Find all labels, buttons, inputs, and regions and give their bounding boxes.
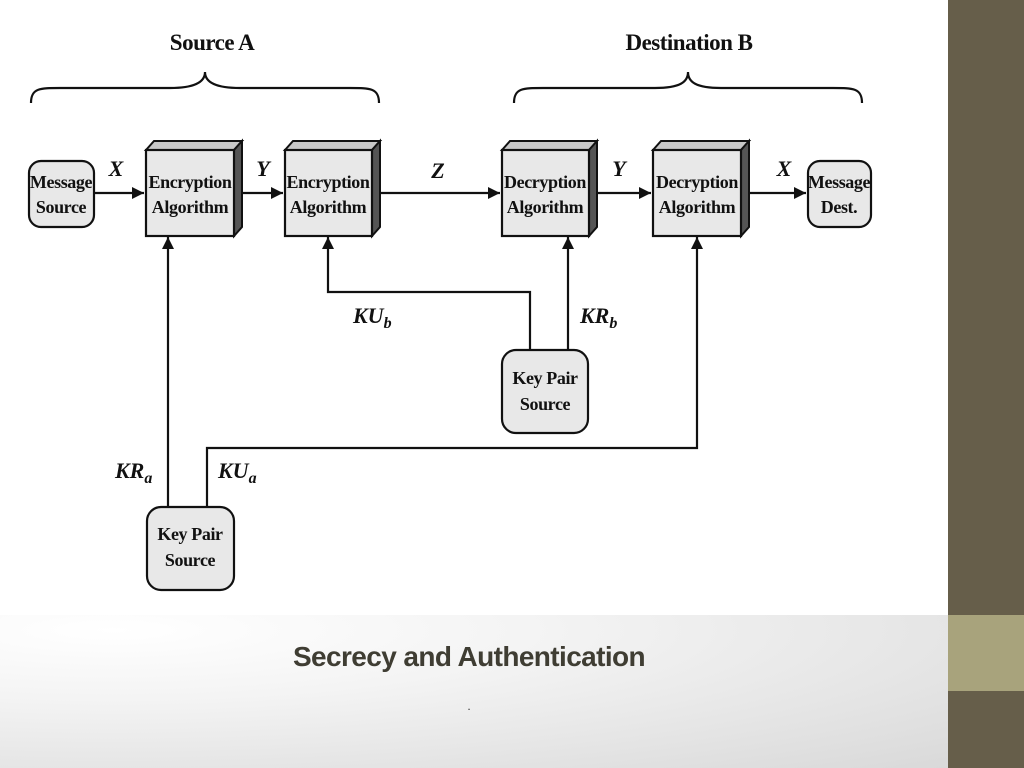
key-pair-source-a: Key Pair Source bbox=[145, 505, 236, 592]
svg-text:Dest.: Dest. bbox=[821, 197, 858, 217]
svg-text:Algorithm: Algorithm bbox=[659, 197, 736, 217]
sidebar-dark-bottom bbox=[948, 691, 1024, 768]
destination-brace bbox=[512, 71, 864, 104]
label-y-source: Y bbox=[256, 156, 272, 181]
encryption-algorithm-1: Encryption Algorithm bbox=[143, 138, 245, 239]
source-brace bbox=[29, 71, 381, 104]
decryption-algorithm-1: Decryption Algorithm bbox=[499, 138, 600, 239]
slide-caption: Secrecy and Authentication bbox=[292, 641, 646, 672]
sidebar-dark-top bbox=[948, 0, 1024, 615]
svg-text:Decryption: Decryption bbox=[504, 172, 586, 192]
arrow-kub bbox=[322, 237, 532, 350]
destination-header: Destination B bbox=[625, 30, 752, 55]
svg-text:Source: Source bbox=[520, 394, 571, 414]
svg-text:Algorithm: Algorithm bbox=[507, 197, 584, 217]
arrow-kua bbox=[205, 237, 703, 507]
sidebar-light-accent bbox=[948, 615, 1024, 691]
svg-text:Source: Source bbox=[36, 197, 87, 217]
footnote-dot: . bbox=[467, 699, 471, 713]
svg-text:Encryption: Encryption bbox=[286, 172, 369, 192]
label-z: Z bbox=[430, 158, 444, 183]
svg-text:Key Pair: Key Pair bbox=[157, 524, 223, 544]
label-x-dest: X bbox=[776, 156, 793, 181]
label-x-source: X bbox=[108, 156, 125, 181]
decryption-algorithm-2: Decryption Algorithm bbox=[650, 138, 752, 239]
label-krb: KRb bbox=[579, 303, 617, 332]
message-dest-node: Message Dest. bbox=[806, 159, 873, 229]
key-pair-source-b: Key Pair Source bbox=[500, 348, 590, 435]
svg-text:Source: Source bbox=[165, 550, 216, 570]
svg-text:Message: Message bbox=[808, 172, 871, 192]
label-kua: KUa bbox=[217, 458, 257, 487]
svg-text:Algorithm: Algorithm bbox=[152, 197, 229, 217]
svg-text:Decryption: Decryption bbox=[656, 172, 738, 192]
label-y-dest: Y bbox=[612, 156, 628, 181]
message-source-node: Message Source bbox=[27, 159, 96, 229]
label-kub: KUb bbox=[352, 303, 392, 332]
secrecy-authentication-diagram: Source A Destination B Message Source En… bbox=[27, 30, 873, 592]
encryption-algorithm-2: Encryption Algorithm bbox=[282, 138, 383, 239]
svg-text:Key Pair: Key Pair bbox=[512, 368, 578, 388]
svg-text:Algorithm: Algorithm bbox=[290, 197, 367, 217]
label-kra: KRa bbox=[114, 458, 152, 487]
source-header: Source A bbox=[170, 30, 255, 55]
footer-band bbox=[0, 615, 948, 768]
connections bbox=[94, 187, 806, 507]
svg-text:Encryption: Encryption bbox=[148, 172, 231, 192]
svg-text:Message: Message bbox=[30, 172, 93, 192]
